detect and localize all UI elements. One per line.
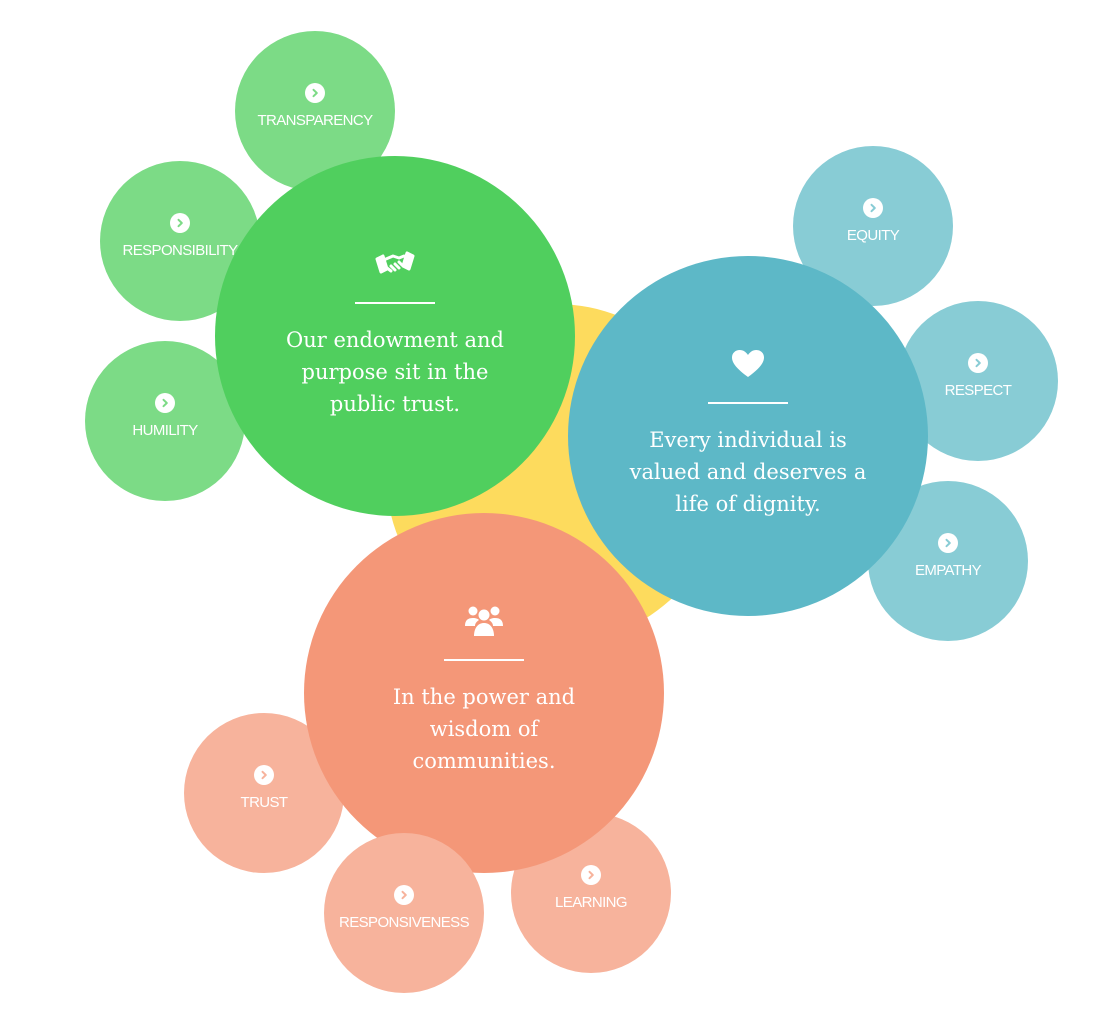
statement-bubble-public-trust: Our endowment and purpose sit in the pub… xyxy=(215,156,575,516)
statement-bubble-communities: In the power and wisdom of communities. xyxy=(304,513,664,873)
value-label: RESPONSIVENESS xyxy=(339,914,470,931)
value-label: RESPECT xyxy=(944,382,1012,399)
value-label: LEARNING xyxy=(555,894,627,911)
chevron-right-icon xyxy=(938,533,958,553)
chevron-right-icon xyxy=(581,865,601,885)
chevron-right-icon xyxy=(968,353,988,373)
handshake-icon xyxy=(373,244,417,284)
divider xyxy=(708,402,788,404)
value-label: TRANSPARENCY xyxy=(257,112,373,129)
statement-bubble-dignity: Every individual is valued and deserves … xyxy=(568,256,928,616)
divider xyxy=(355,302,435,304)
chevron-right-icon xyxy=(170,213,190,233)
people-group-icon xyxy=(464,601,504,641)
value-label: EQUITY xyxy=(846,227,900,244)
statement-text: Our endowment and purpose sit in the pub… xyxy=(286,328,504,416)
divider xyxy=(444,659,524,661)
chevron-right-icon xyxy=(155,393,175,413)
heart-icon xyxy=(731,344,765,384)
chevron-right-icon xyxy=(305,83,325,103)
chevron-right-icon xyxy=(863,198,883,218)
value-label: TRUST xyxy=(240,794,289,811)
value-label: RESPONSIBILITY xyxy=(122,242,239,259)
value-label: EMPATHY xyxy=(914,562,982,579)
chevron-right-icon xyxy=(254,765,274,785)
statement-text: In the power and wisdom of communities. xyxy=(392,685,576,773)
statement-text: Every individual is valued and deserves … xyxy=(629,428,867,516)
chevron-right-icon xyxy=(394,885,414,905)
value-bubble-responsiveness[interactable]: RESPONSIVENESS xyxy=(324,833,484,993)
value-label: HUMILITY xyxy=(132,422,198,439)
